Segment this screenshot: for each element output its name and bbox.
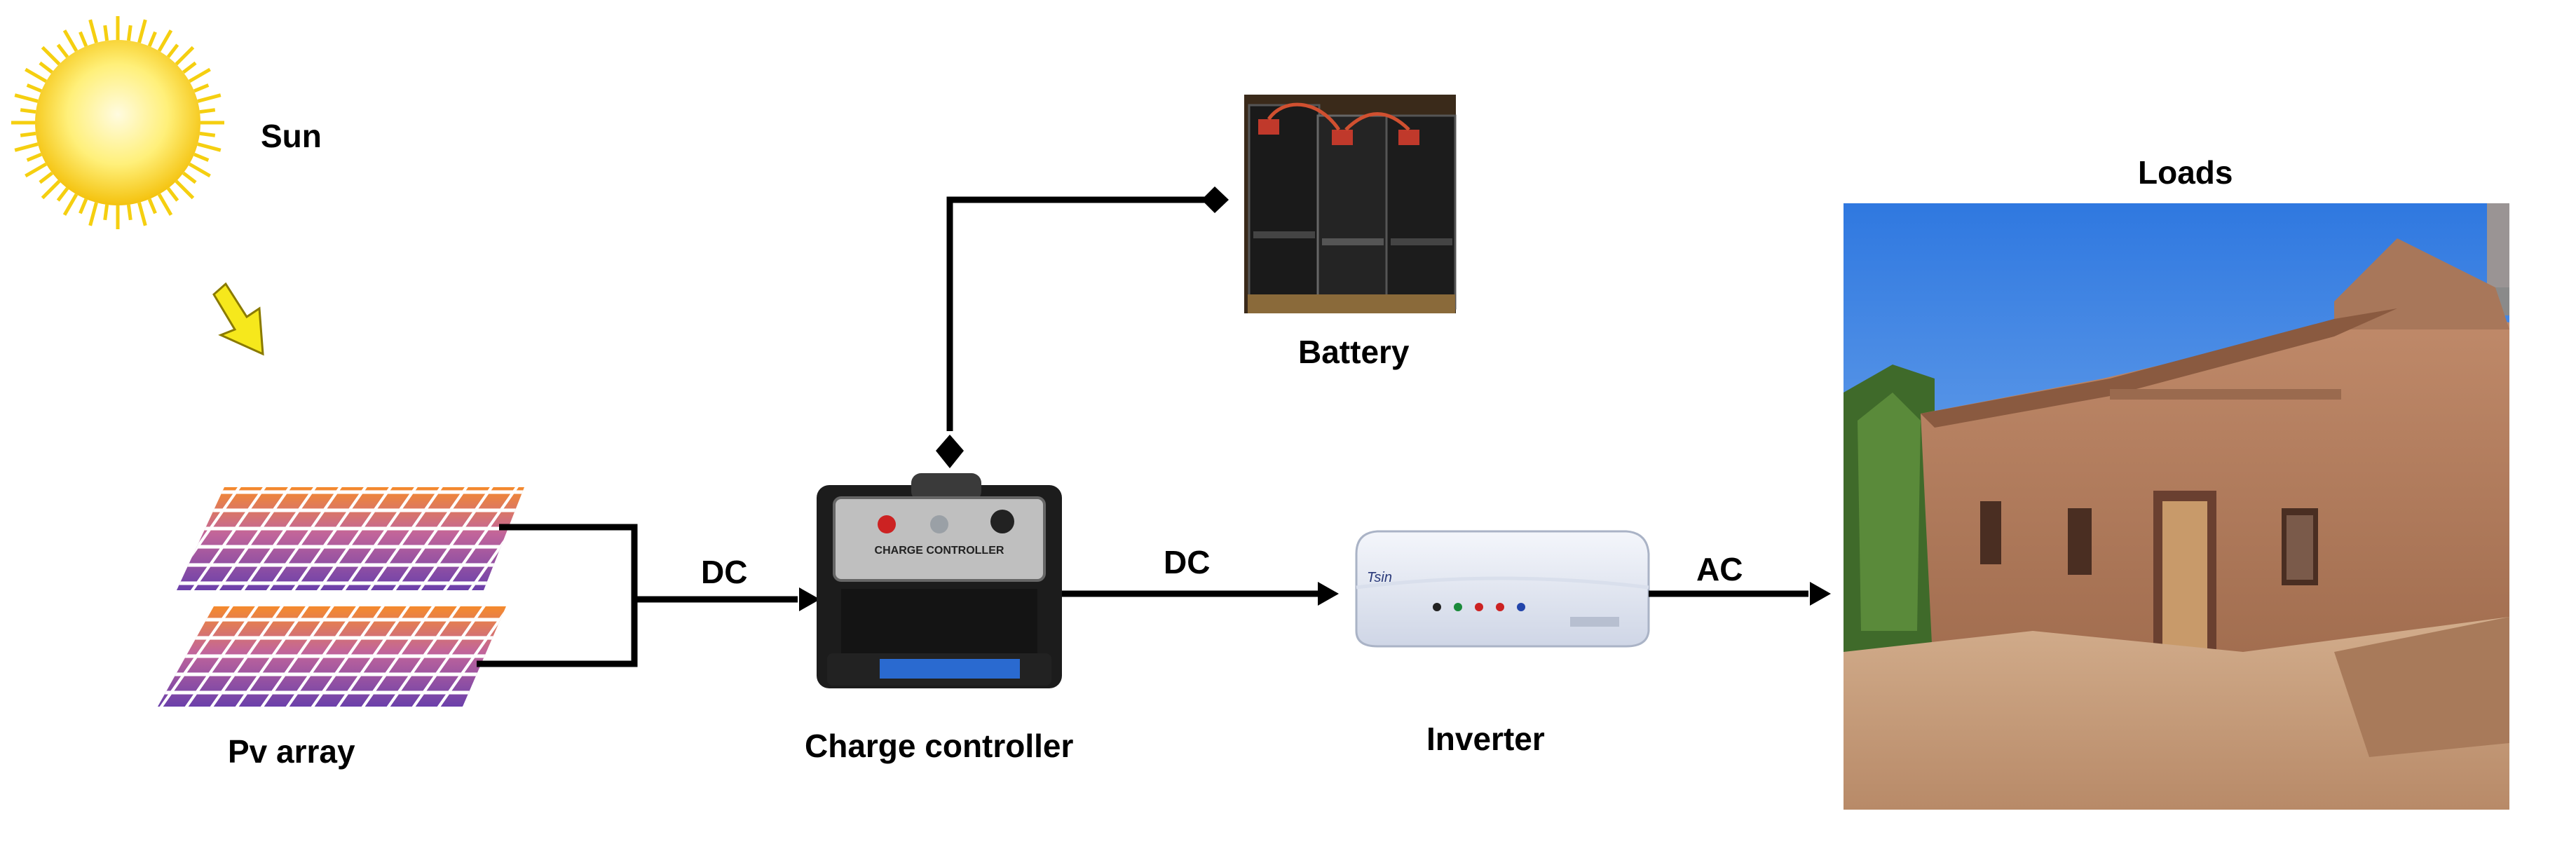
battery-icon bbox=[1244, 95, 1457, 313]
battery-arrowhead bbox=[1201, 186, 1229, 213]
sun-label: Sun bbox=[261, 118, 322, 154]
sun-ray bbox=[62, 29, 79, 53]
sun-ray bbox=[79, 31, 88, 47]
dc-arrowhead-2 bbox=[1318, 582, 1339, 606]
sun-ray bbox=[56, 43, 69, 58]
sun-ray bbox=[147, 198, 157, 215]
sun-ray bbox=[137, 202, 147, 226]
sun-ray bbox=[26, 83, 42, 93]
sun-ray bbox=[103, 25, 109, 41]
sun-ray bbox=[199, 131, 216, 137]
sun-ray bbox=[199, 108, 216, 114]
sun-ray bbox=[126, 25, 132, 41]
sun-ray bbox=[20, 108, 36, 114]
sun-ray bbox=[20, 131, 36, 137]
inverter-brand: Tsin bbox=[1367, 570, 1392, 585]
controller-to-battery-line bbox=[946, 196, 1207, 431]
ac-label: AC bbox=[1696, 551, 1743, 587]
sun-ray bbox=[39, 171, 53, 184]
charge-controller-label: Charge controller bbox=[805, 728, 1074, 764]
sun-ray bbox=[79, 198, 88, 215]
controller-face-text: CHARGE CONTROLLER bbox=[875, 545, 1004, 557]
sun-ray bbox=[41, 46, 61, 66]
sun-ray bbox=[25, 162, 48, 178]
pv-array-label: Pv array bbox=[228, 733, 355, 770]
solar-panel-icon bbox=[158, 487, 524, 707]
dc-label-2: DC bbox=[1164, 544, 1210, 580]
arrow-down-icon bbox=[212, 282, 264, 356]
sun-ray bbox=[193, 152, 210, 162]
sun-ray bbox=[25, 67, 48, 83]
sun-ray bbox=[182, 171, 197, 184]
sun-ray bbox=[197, 93, 222, 103]
sun-ray bbox=[157, 29, 173, 53]
sun-ray bbox=[188, 67, 211, 83]
sun-ray bbox=[137, 19, 147, 43]
sun-ray bbox=[26, 152, 42, 162]
dc-arrowhead-1 bbox=[799, 587, 820, 611]
inverter-icon: Tsin bbox=[1355, 530, 1650, 648]
sun-ray bbox=[103, 204, 109, 221]
loads-label: Loads bbox=[2138, 154, 2233, 191]
sun-ray bbox=[14, 142, 39, 152]
sun-ray bbox=[88, 19, 98, 43]
ac-arrowhead bbox=[1810, 582, 1831, 606]
sun-ray bbox=[39, 61, 53, 74]
sun-ray bbox=[166, 187, 179, 202]
inverter-label: Inverter bbox=[1426, 721, 1545, 757]
sun-ray bbox=[126, 204, 132, 221]
sun-ray bbox=[182, 61, 197, 74]
sun-ray bbox=[14, 93, 39, 103]
sun-ray bbox=[193, 83, 210, 93]
sun-ray bbox=[56, 187, 69, 202]
house-photo bbox=[1844, 203, 2509, 810]
sun-ray bbox=[41, 179, 61, 200]
controller-top-arrowhead bbox=[936, 435, 964, 468]
sun-ray bbox=[157, 193, 173, 216]
sun-ray bbox=[166, 43, 179, 58]
sun-ray bbox=[175, 179, 195, 200]
sun-ray bbox=[62, 193, 79, 216]
sun-icon bbox=[11, 16, 224, 229]
sun-ray bbox=[147, 31, 157, 47]
battery-label: Battery bbox=[1298, 334, 1410, 370]
sun-ray bbox=[175, 46, 195, 66]
sun-ray bbox=[188, 162, 211, 178]
pv-to-controller-line bbox=[477, 524, 798, 667]
charge-controller-icon: CHARGE CONTROLLER bbox=[817, 473, 1062, 688]
dc-label-1: DC bbox=[701, 554, 747, 590]
sun-ray bbox=[197, 142, 222, 152]
sun-ray bbox=[88, 202, 98, 226]
